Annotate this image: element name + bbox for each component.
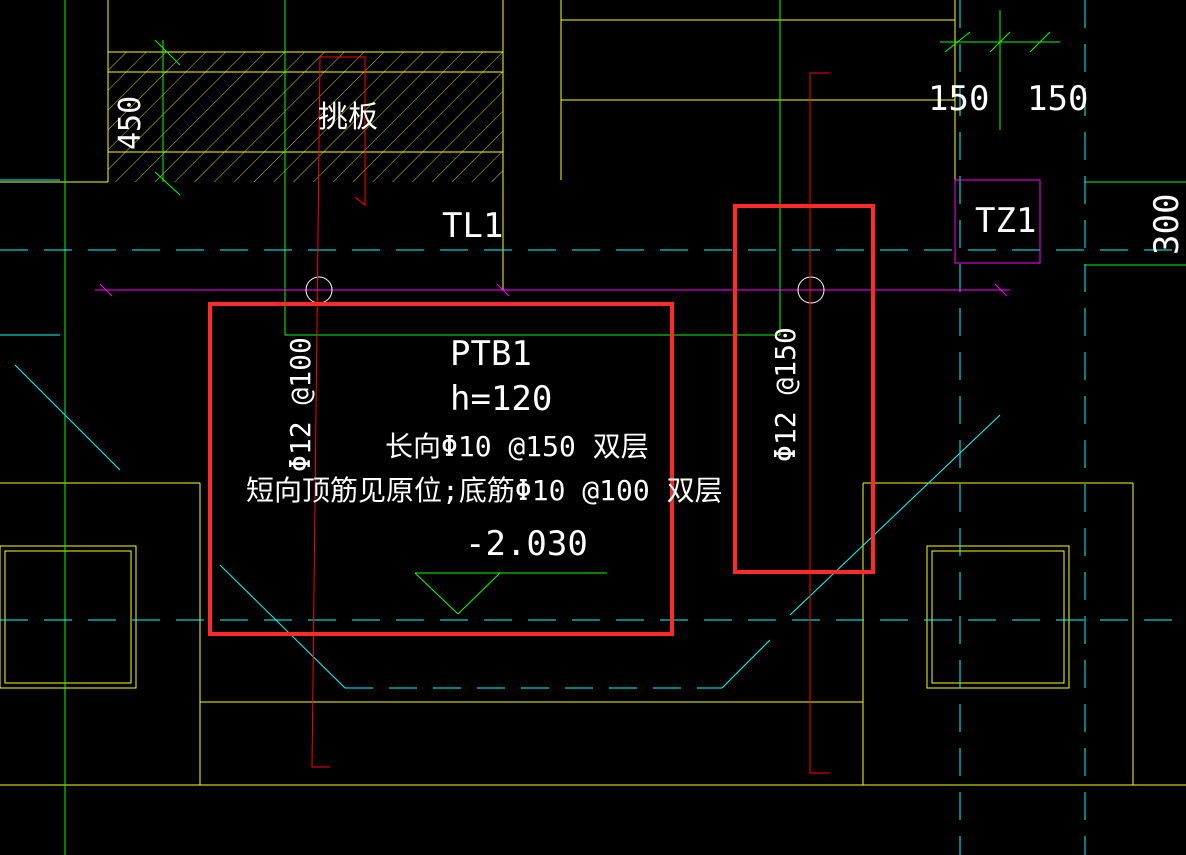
section-line: [95, 179, 1041, 297]
slab-long-rebar: 长向Φ10 @150 双层: [385, 430, 649, 463]
rebar-label-left: Φ12 @100: [284, 337, 317, 472]
axis-lines: [64, 0, 1186, 855]
slab-elevation: -2.030: [465, 524, 588, 564]
slab-thickness: h=120: [450, 379, 552, 419]
slab-name: PTB1: [450, 334, 532, 374]
highlight-box-rebar: [733, 204, 875, 574]
dim-top-left: 150: [928, 79, 989, 119]
dim-top-right: 150: [1027, 79, 1088, 119]
label-beam: TL1: [442, 206, 503, 246]
rebar-lines: [311, 56, 830, 774]
beam-outlines: [0, 0, 1186, 786]
dim-left-vertical: 450: [113, 96, 148, 150]
dim-right-vertical: 300: [1147, 194, 1186, 255]
label-cantilever-slab: 挑板: [318, 100, 378, 135]
slab-short-rebar: 短向顶筋见原位;底筋Φ10 @100 双层: [246, 474, 723, 507]
label-column: TZ1: [975, 201, 1036, 241]
cantilever-slab-hatch: [108, 51, 503, 182]
rebar-label-right: Φ12 @150: [769, 327, 802, 462]
highlight-box-slab: [208, 302, 674, 636]
